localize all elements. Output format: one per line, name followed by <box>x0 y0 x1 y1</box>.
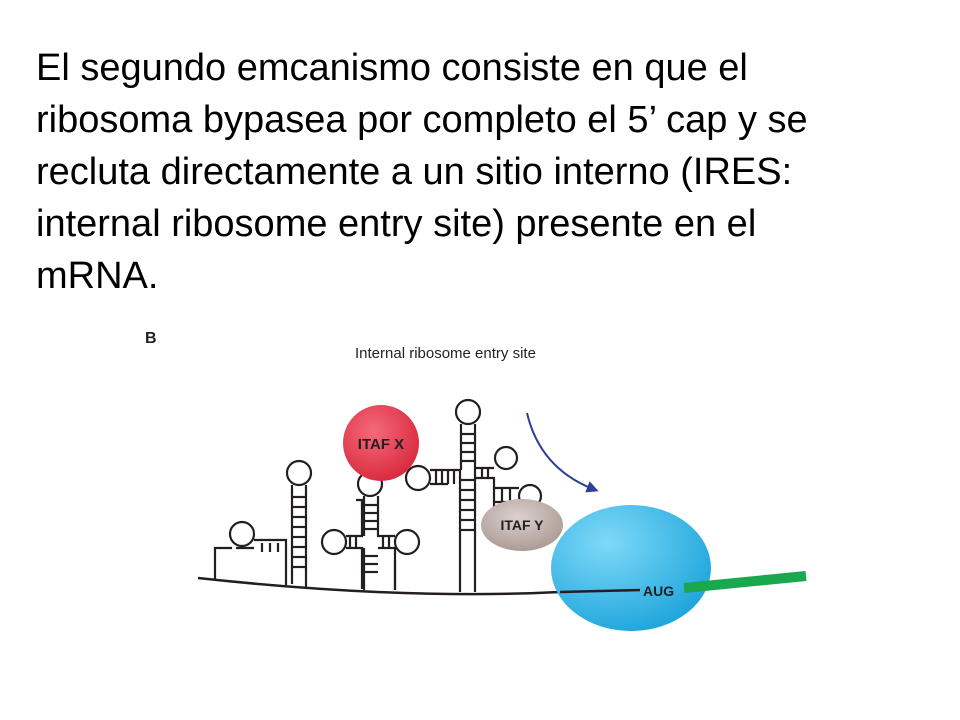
text-line: El segundo emcanismo consiste en que el <box>36 47 748 89</box>
mrna-strand-ribosome <box>559 588 641 594</box>
ribosome-subunit <box>551 505 711 631</box>
ires-stem-loops <box>213 398 543 592</box>
text-line: mRNA. <box>36 255 159 297</box>
itaf-x-protein: ITAF X <box>343 405 419 481</box>
text-line: recluta directamente a un sitio interno … <box>36 151 793 193</box>
text-line: ribosoma bypasea por completo el 5’ cap … <box>36 99 808 141</box>
panel-label: B <box>145 330 157 347</box>
itaf-y-label: ITAF Y <box>500 517 544 533</box>
mrna-strand <box>197 576 681 596</box>
slide-body-text: El segundo emcanismo consiste en que el … <box>36 42 926 302</box>
itaf-y-protein: ITAF Y <box>481 499 563 551</box>
recruitment-arrow <box>526 412 599 493</box>
text-line: internal ribosome entry site) presente e… <box>36 203 757 245</box>
figure-title: Internal ribosome entry site <box>355 345 536 362</box>
ires-diagram: B Internal ribosome entry site <box>145 330 807 631</box>
coding-region <box>683 571 807 593</box>
itaf-x-label: ITAF X <box>358 436 404 453</box>
start-codon-label: AUG <box>643 583 674 599</box>
ires-figure: B Internal ribosome entry site <box>0 300 960 700</box>
